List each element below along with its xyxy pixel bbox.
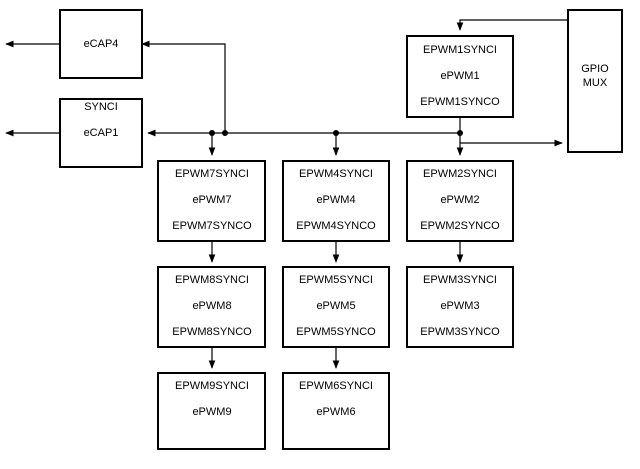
epwm6-block: EPWM6SYNCI ePWM6 bbox=[282, 372, 390, 450]
block-label: EPWM9SYNCI bbox=[175, 380, 249, 392]
block-label: ePWM6 bbox=[316, 406, 355, 418]
block-label: ePWM9 bbox=[192, 406, 231, 418]
block-label: MUX bbox=[583, 77, 608, 89]
block-label: ePWM5 bbox=[316, 300, 355, 312]
gpio-mux-block: GPIO MUX bbox=[567, 9, 623, 153]
epwm2-block: EPWM2SYNCI ePWM2 EPWM2SYNCO bbox=[406, 160, 514, 242]
block-label: EPWM8SYNCO bbox=[172, 326, 252, 338]
block-label: ePWM7 bbox=[192, 194, 231, 206]
block-label: ePWM3 bbox=[440, 300, 479, 312]
epwm3-block: EPWM3SYNCI ePWM3 EPWM3SYNCO bbox=[406, 266, 514, 348]
gpio-mux-to-epwm1 bbox=[456, 19, 568, 31]
block-label: EPWM2SYNCO bbox=[420, 220, 500, 232]
block-label: EPWM7SYNCI bbox=[175, 168, 249, 180]
block-label: EPWM2SYNCI bbox=[423, 168, 497, 180]
epwm5-block: EPWM5SYNCI ePWM5 EPWM5SYNCO bbox=[282, 266, 390, 348]
block-label: eCAP4 bbox=[84, 38, 119, 50]
epwm1-block: EPWM1SYNCI ePWM1 EPWM1SYNCO bbox=[406, 35, 514, 118]
block-label: ePWM2 bbox=[440, 194, 479, 206]
block-label: EPWM3SYNCI bbox=[423, 274, 497, 286]
block-label: ePWM8 bbox=[192, 300, 231, 312]
block-label: EPWM4SYNCI bbox=[299, 168, 373, 180]
ecap1-block: SYNCI eCAP1 bbox=[59, 98, 143, 168]
junction-dot bbox=[333, 130, 339, 136]
block-label: EPWM5SYNCI bbox=[299, 274, 373, 286]
junction-dot bbox=[457, 130, 463, 136]
epwm7-block: EPWM7SYNCI ePWM7 EPWM7SYNCO bbox=[157, 160, 266, 242]
junction-dot bbox=[222, 130, 228, 136]
epwm8-block: EPWM8SYNCI ePWM8 EPWM8SYNCO bbox=[157, 266, 266, 348]
block-label: SYNCI bbox=[84, 101, 118, 113]
ecap4-sync-input bbox=[141, 40, 226, 133]
block-label: EPWM3SYNCO bbox=[420, 326, 500, 338]
junctions bbox=[209, 130, 463, 136]
block-label: EPWM1SYNCI bbox=[423, 44, 497, 56]
block-label: EPWM4SYNCO bbox=[296, 220, 376, 232]
junction-dot bbox=[209, 130, 215, 136]
block-label: GPIO bbox=[581, 63, 609, 75]
block-label: EPWM1SYNCO bbox=[420, 96, 500, 108]
block-label: EPWM6SYNCI bbox=[299, 380, 373, 392]
block-label: EPWM7SYNCO bbox=[172, 220, 252, 232]
epwm4-block: EPWM4SYNCI ePWM4 EPWM4SYNCO bbox=[282, 160, 390, 242]
block-label: EPWM5SYNCO bbox=[296, 326, 376, 338]
block-label: EPWM8SYNCI bbox=[175, 274, 249, 286]
block-label: eCAP1 bbox=[84, 127, 119, 139]
block-label: ePWM4 bbox=[316, 194, 355, 206]
connections bbox=[5, 19, 568, 369]
epwm9-block: EPWM9SYNCI ePWM9 bbox=[157, 372, 266, 450]
ecap4-block: eCAP4 bbox=[59, 9, 143, 79]
block-label: ePWM1 bbox=[440, 70, 479, 82]
